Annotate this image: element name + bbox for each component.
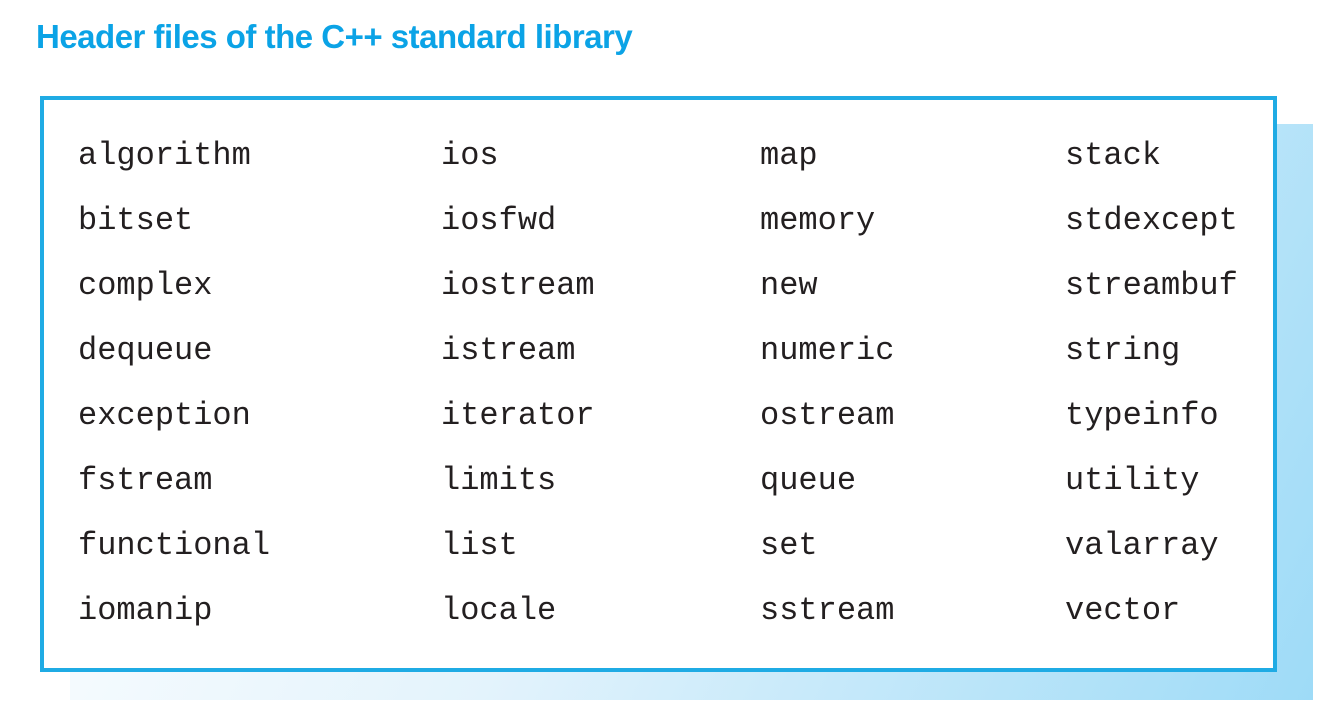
header-file-cell: typeinfo bbox=[1065, 397, 1219, 434]
header-file-cell: exception bbox=[78, 397, 251, 434]
header-file-cell: set bbox=[760, 527, 818, 564]
header-file-cell: iosfwd bbox=[441, 202, 557, 239]
header-file-cell: algorithm bbox=[78, 137, 251, 174]
header-file-cell: ostream bbox=[760, 397, 895, 434]
header-file-cell: bitset bbox=[78, 202, 194, 239]
header-file-cell: vector bbox=[1065, 592, 1181, 629]
header-file-cell: locale bbox=[441, 592, 557, 629]
header-file-cell: valarray bbox=[1065, 527, 1219, 564]
header-file-cell: functional bbox=[78, 527, 271, 564]
figure-title: Header files of the C++ standard library bbox=[36, 18, 633, 55]
header-file-cell: stack bbox=[1065, 137, 1162, 174]
header-file-cell: fstream bbox=[78, 462, 213, 499]
header-file-cell: queue bbox=[760, 462, 857, 499]
header-file-cell: string bbox=[1065, 332, 1181, 369]
header-file-cell: streambuf bbox=[1065, 267, 1238, 304]
header-file-cell: sstream bbox=[760, 592, 895, 629]
header-file-cell: istream bbox=[441, 332, 576, 369]
header-file-cell: limits bbox=[441, 462, 557, 499]
header-file-cell: ios bbox=[441, 137, 499, 174]
header-file-cell: stdexcept bbox=[1065, 202, 1238, 239]
header-file-cell: utility bbox=[1065, 462, 1200, 499]
header-files-box: algorithm ios map stack bitset iosfwd me… bbox=[40, 96, 1277, 672]
header-file-cell: iomanip bbox=[78, 592, 213, 629]
header-file-cell: memory bbox=[760, 202, 876, 239]
header-file-cell: map bbox=[760, 137, 818, 174]
header-files-grid: algorithm ios map stack bitset iosfwd me… bbox=[44, 100, 1273, 643]
header-file-cell: numeric bbox=[760, 332, 895, 369]
header-file-cell: list bbox=[441, 527, 518, 564]
header-file-cell: iterator bbox=[441, 397, 595, 434]
header-file-cell: iostream bbox=[441, 267, 595, 304]
header-file-cell: dequeue bbox=[78, 332, 213, 369]
header-file-cell: complex bbox=[78, 267, 213, 304]
header-file-cell: new bbox=[760, 267, 818, 304]
